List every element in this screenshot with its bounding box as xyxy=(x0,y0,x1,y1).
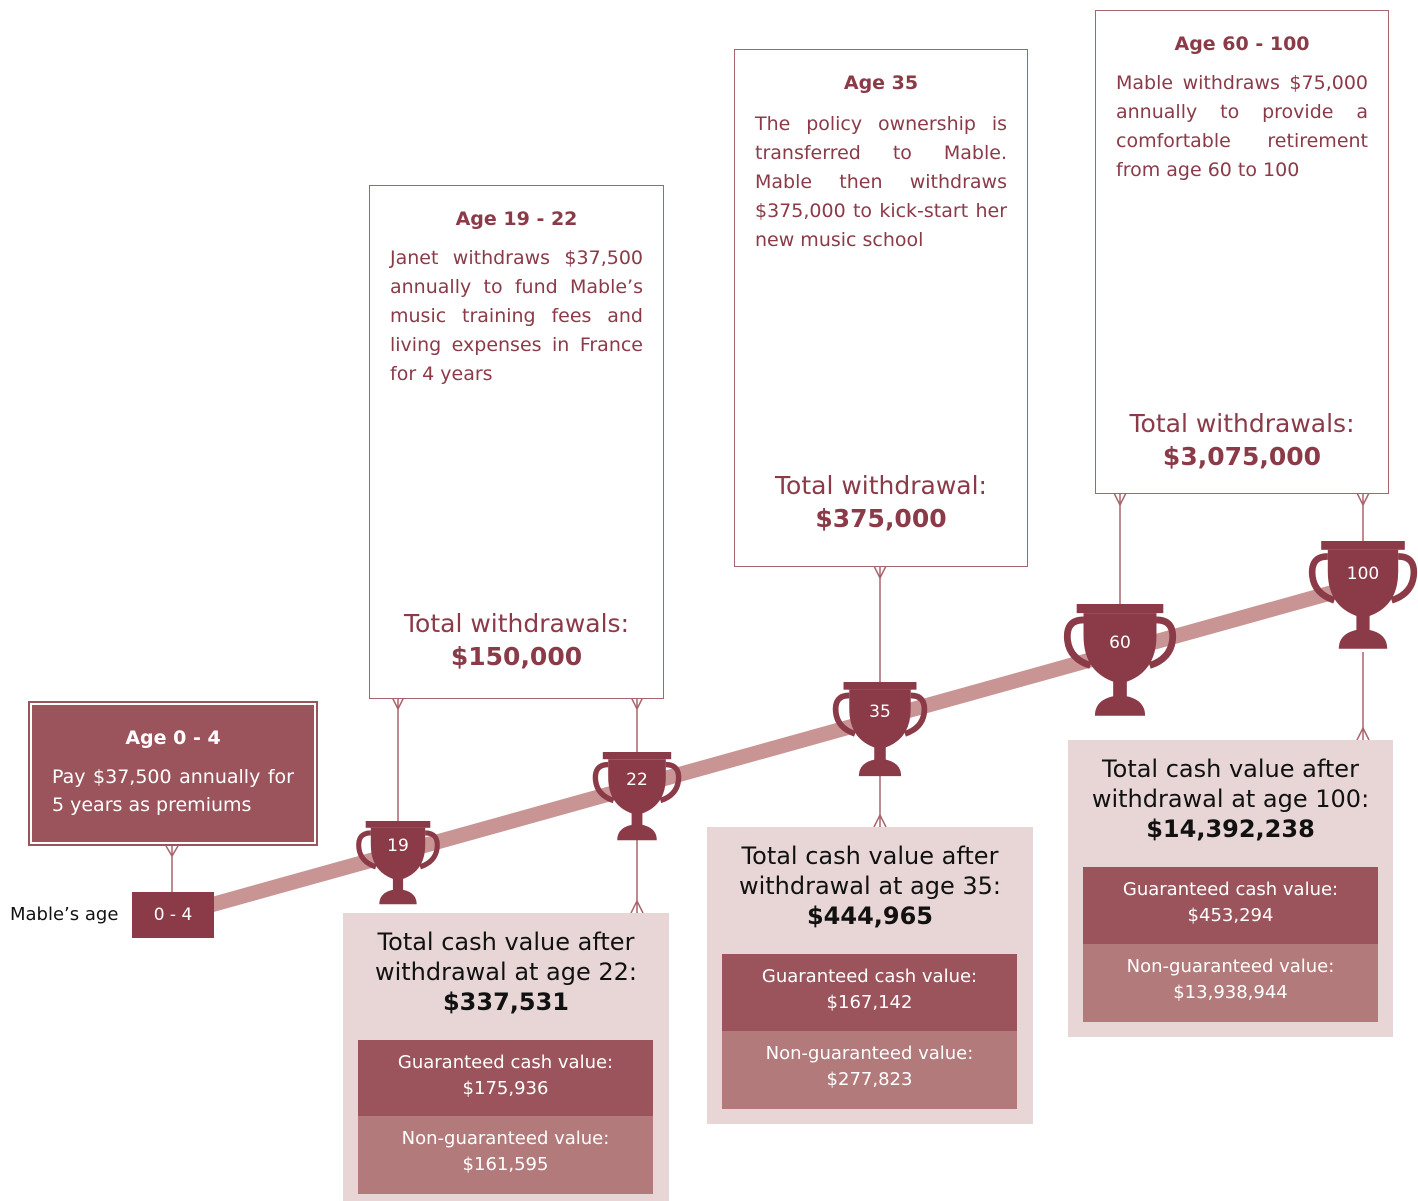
trophy-22 xyxy=(592,752,682,841)
milestone-description: The policy ownership is transferred to M… xyxy=(755,113,1007,251)
non-guaranteed-label: Non-guaranteed value: xyxy=(765,1043,974,1064)
guaranteed-row: Guaranteed cash value: $453,294 xyxy=(1083,867,1378,944)
trophies xyxy=(356,541,1418,905)
cash-value-box-100: Total cash value after withdrawal at age… xyxy=(1068,740,1393,1037)
non-guaranteed-value: $161,595 xyxy=(462,1154,549,1175)
start-age-badge: 0 - 4 xyxy=(132,892,214,938)
trophy-19 xyxy=(356,821,440,905)
milestone-description: Janet withdraws $37,500 annually to fund… xyxy=(390,247,643,385)
non-guaranteed-row: Non-guaranteed value: $161,595 xyxy=(358,1116,653,1194)
cash-value-total: $444,965 xyxy=(806,902,933,930)
cash-value-label: Total cash value after withdrawal at age… xyxy=(738,842,1002,900)
trophy-age-19: 19 xyxy=(387,836,409,856)
guaranteed-value: $175,936 xyxy=(462,1078,549,1099)
cash-value-box-22: Total cash value after withdrawal at age… xyxy=(343,913,669,1201)
cash-value-total: $337,531 xyxy=(442,988,569,1016)
trophy-age-35: 35 xyxy=(869,702,891,722)
trophy-age-60: 60 xyxy=(1109,633,1131,653)
total-withdrawal-label: Total withdrawal: xyxy=(775,471,987,500)
guaranteed-label: Guaranteed cash value: xyxy=(1122,879,1339,900)
non-guaranteed-value: $277,823 xyxy=(826,1069,913,1090)
cash-value-total: $14,392,238 xyxy=(1146,815,1315,843)
non-guaranteed-value: $13,938,944 xyxy=(1173,982,1288,1003)
trophy-60 xyxy=(1063,604,1177,716)
milestone-heading: Age 60 - 100 xyxy=(1174,33,1310,55)
milestone-description: Mable withdraws $75,000 annually to prov… xyxy=(1116,72,1368,181)
guaranteed-row: Guaranteed cash value: $167,142 xyxy=(722,954,1017,1031)
total-withdrawal-value: $375,000 xyxy=(815,504,947,533)
trophy-age-100: 100 xyxy=(1346,564,1380,584)
total-withdrawals-label: Total withdrawals: xyxy=(1129,409,1355,438)
milestone-box-35: Age 35 The policy ownership is transferr… xyxy=(734,49,1028,567)
cash-value-box-35: Total cash value after withdrawal at age… xyxy=(707,827,1033,1124)
start-heading: Age 0 - 4 xyxy=(125,727,221,749)
trophy-35 xyxy=(832,682,928,777)
guaranteed-row: Guaranteed cash value: $175,936 xyxy=(358,1040,653,1116)
guaranteed-value: $167,142 xyxy=(826,992,913,1013)
cash-value-label: Total cash value after withdrawal at age… xyxy=(1091,755,1370,813)
total-withdrawals-value: $3,075,000 xyxy=(1162,442,1322,471)
trophy-100 xyxy=(1308,541,1418,649)
start-description: Pay $37,500 annually for 5 years as prem… xyxy=(52,766,294,816)
trophy-age-22: 22 xyxy=(626,770,648,790)
guaranteed-label: Guaranteed cash value: xyxy=(761,966,978,987)
total-withdrawals-value: $150,000 xyxy=(450,642,583,671)
non-guaranteed-row: Non-guaranteed value: $13,938,944 xyxy=(1083,944,1378,1022)
milestone-box-19-22: Age 19 - 22 Janet withdraws $37,500 annu… xyxy=(369,185,664,699)
guaranteed-label: Guaranteed cash value: xyxy=(397,1052,614,1073)
guaranteed-value: $453,294 xyxy=(1187,905,1274,926)
start-box-0-4: Age 0 - 4 Pay $37,500 annually for 5 yea… xyxy=(28,701,318,846)
non-guaranteed-label: Non-guaranteed value: xyxy=(1126,956,1335,977)
milestone-box-60-100: Age 60 - 100 Mable withdraws $75,000 ann… xyxy=(1095,10,1389,494)
age-axis-label: Mable’s age xyxy=(10,904,119,925)
non-guaranteed-row: Non-guaranteed value: $277,823 xyxy=(722,1031,1017,1109)
cash-value-label: Total cash value after withdrawal at age… xyxy=(374,928,638,986)
connector-lines xyxy=(165,492,1370,914)
milestone-heading: Age 35 xyxy=(843,72,919,94)
total-withdrawals-label: Total withdrawals: xyxy=(404,609,629,638)
milestone-heading: Age 19 - 22 xyxy=(455,208,578,230)
non-guaranteed-label: Non-guaranteed value: xyxy=(401,1128,610,1149)
